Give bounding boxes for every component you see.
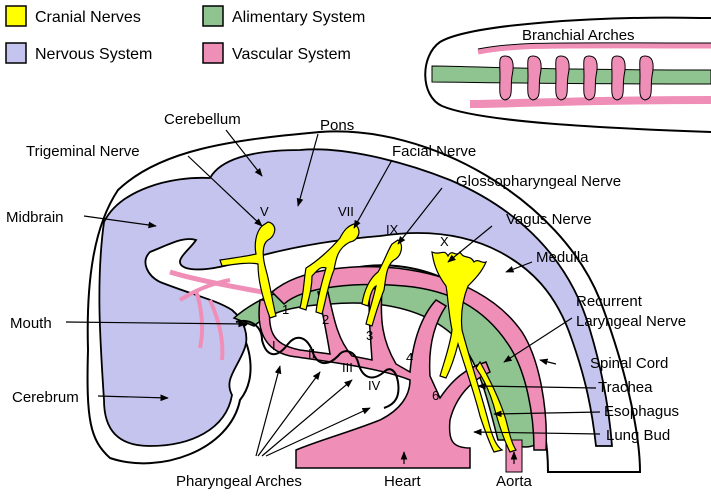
arch-number-1: 1 — [282, 302, 289, 317]
legend-label-alimentary-system: Alimentary System — [232, 9, 365, 26]
pointer-glossopharyngeal — [397, 187, 443, 245]
facial-vessel-branches — [169, 269, 263, 361]
label-esophagus: Esophagus — [604, 403, 679, 420]
arch-number-6: 6 — [432, 388, 439, 403]
numeral-v: V — [260, 204, 269, 219]
pointer-midbrain — [83, 215, 157, 229]
pointer-cerebrum — [97, 394, 169, 402]
legend-label-vascular-system: Vascular System — [232, 46, 351, 63]
nerve-numerals: V VII IX X — [260, 204, 449, 249]
pointer-arch-i — [255, 365, 282, 457]
arch-number-4: 4 — [406, 350, 413, 365]
legend-label-cranial-nerves: Cranial Nerves — [35, 9, 141, 26]
aorta-dorsal — [270, 265, 548, 451]
inset-vessel-upper — [477, 43, 711, 55]
label-cerebellum: Cerebellum — [164, 111, 241, 128]
arch-number-3: 3 — [366, 328, 373, 343]
inset-arch — [555, 55, 570, 101]
label-pharyngeal-arches: Pharyngeal Arches — [176, 473, 302, 490]
pointer-arch-iii — [261, 379, 353, 457]
pointer-trigeminal — [187, 155, 263, 227]
vessel-branch — [178, 278, 231, 302]
label-heart: Heart — [384, 473, 422, 490]
brain-and-spinal-cord — [98, 148, 613, 447]
inset-arch — [639, 55, 654, 101]
legend-swatch-cranial-nerves — [5, 5, 27, 27]
inset-arch — [611, 55, 626, 101]
label-recurrent: Recurrent — [576, 293, 643, 310]
legend-swatch-nervous-system — [5, 42, 27, 64]
facial-nerve-shape — [299, 223, 360, 315]
pointer-cerebellum — [225, 129, 263, 177]
aortic-arches-and-heart — [258, 287, 491, 469]
numeral-x: X — [440, 234, 449, 249]
pointer-mouth — [65, 320, 247, 328]
branchial-arches-inset: Branchial Arches — [424, 16, 711, 133]
vascular-system — [258, 265, 548, 473]
arch-numerals: I II III IV — [272, 338, 381, 393]
pointer-esophagus — [493, 410, 601, 418]
label-medulla: Medulla — [536, 249, 589, 266]
inset-vessel-lower — [469, 96, 711, 108]
glossopharyngeal-nerve-shape — [361, 239, 403, 327]
label-trachea: Trachea — [598, 379, 653, 396]
vagus-nerve-shape — [431, 250, 504, 453]
pointer-trachea — [477, 382, 597, 390]
legend-swatch-alimentary-system — [202, 5, 224, 27]
label-lung-bud: Lung Bud — [606, 427, 670, 444]
recurrent-laryngeal-nerve-shape — [475, 360, 517, 453]
label-trigeminal-nerve: Trigeminal Nerve — [26, 143, 140, 160]
arch-numeral-iv: IV — [368, 378, 381, 393]
label-aorta: Aorta — [496, 473, 533, 490]
pointer-facial — [353, 159, 393, 229]
pointer-pons — [296, 133, 319, 207]
label-pointers — [65, 129, 601, 464]
inset-vessel-upper-outline — [477, 42, 711, 50]
numeral-ix: IX — [386, 222, 399, 237]
pointer-arch-iv — [265, 407, 371, 457]
pointer-recurrent-laryngeal — [503, 317, 573, 363]
arch-numeral-ii: II — [308, 346, 315, 361]
pointer-lung-bud — [473, 428, 601, 436]
legend-swatch-vascular-system — [202, 42, 224, 64]
text-labels: Cerebellum Pons Trigeminal Nerve Facial … — [6, 111, 686, 490]
label-spinal-cord: Spinal Cord — [590, 355, 668, 372]
inset-arch — [499, 55, 514, 101]
label-facial-nerve: Facial Nerve — [392, 143, 476, 160]
vessel-branch — [194, 289, 205, 349]
vessel-branch — [208, 299, 225, 361]
inset-arches — [499, 55, 654, 101]
label-pons: Pons — [320, 117, 354, 134]
numeral-vii: VII — [338, 204, 354, 219]
label-cerebrum: Cerebrum — [12, 389, 79, 406]
pointer-medulla — [505, 261, 533, 273]
label-mouth: Mouth — [10, 315, 52, 332]
inset-arch — [583, 55, 598, 101]
cranial-nerves — [219, 221, 517, 453]
label-laryngeal-nerve: Laryngeal Nerve — [576, 313, 686, 330]
arch-numeral-iii: III — [342, 360, 353, 375]
trigeminal-nerve-shape — [219, 221, 277, 319]
label-vagus-nerve: Vagus Nerve — [506, 211, 592, 228]
pharyngeal-arches-outline — [235, 320, 400, 409]
legend: Cranial Nerves Alimentary System Nervous… — [5, 5, 365, 64]
inset-title: Branchial Arches — [522, 27, 635, 44]
label-glossopharyngeal-nerve: Glossopharyngeal Nerve — [456, 173, 621, 190]
inset-arch — [527, 55, 542, 101]
pointer-vagus — [447, 225, 493, 263]
legend-label-nervous-system: Nervous System — [35, 46, 152, 63]
arch-number-2: 2 — [322, 312, 329, 327]
pointer-spinal-cord — [539, 358, 557, 366]
pointer-arch-ii — [257, 371, 321, 457]
arch-numeral-i: I — [272, 338, 276, 353]
label-midbrain: Midbrain — [6, 209, 64, 226]
arch-numbers: 1 2 3 4 6 — [282, 302, 439, 403]
